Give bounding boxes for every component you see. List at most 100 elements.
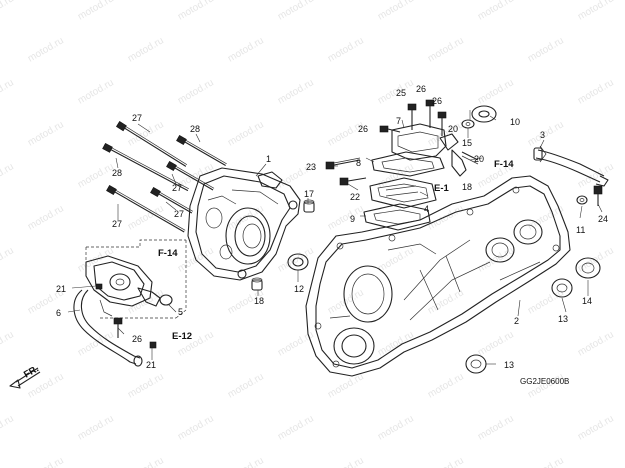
watermark-text: motod.ru: [76, 245, 116, 274]
watermark-text: motod.ru: [0, 413, 16, 442]
watermark-text: motod.ru: [276, 77, 316, 106]
watermark-text: motod.ru: [276, 413, 316, 442]
watermark-text: motod.ru: [326, 455, 366, 468]
section-ref-f14-left: F-14: [158, 248, 178, 259]
diagram-code: GG2JE0600B: [520, 377, 569, 386]
callout-labels: 27 28 28 27 27 27 1 17 12 18 5 6 21 26 2…: [56, 84, 608, 370]
left-crankcase-cover: [187, 167, 301, 281]
watermark-text: motod.ru: [76, 0, 116, 23]
callout-13: 13: [504, 360, 514, 370]
front-direction-arrow: [9, 367, 41, 389]
watermark-text: motod.ru: [176, 77, 216, 106]
callout-27: 27: [172, 183, 182, 193]
callout-11: 11: [576, 225, 585, 235]
callout-3: 3: [540, 130, 545, 140]
watermark-text: motod.ru: [376, 245, 416, 274]
watermark-text: motod.ru: [326, 203, 366, 232]
watermark-text: motod.ru: [26, 203, 66, 232]
watermark-text: motod.ru: [526, 455, 566, 468]
watermark-text: motod.ru: [226, 455, 266, 468]
bolts-24-23: [325, 157, 367, 186]
watermark-text: motod.ru: [426, 35, 466, 64]
small-parts-upper-right: [439, 105, 497, 177]
callout-27: 27: [174, 209, 184, 219]
watermark-text: motod.ru: [0, 77, 16, 106]
watermark-text: motod.ru: [576, 77, 616, 106]
watermark-text: motod.ru: [426, 371, 466, 400]
callout-22: 24: [598, 214, 608, 224]
watermark-text: motod.ru: [0, 0, 16, 23]
section-ref-e12: E-12: [172, 331, 192, 342]
oil-tube-6: [73, 289, 143, 367]
oil-pump-assembly: [85, 239, 187, 349]
dowel-pins: [251, 199, 315, 291]
watermark-text: motod.ru: [176, 0, 216, 23]
section-ref-e1: E-1: [434, 183, 450, 194]
watermark-text: motod.ru: [376, 413, 416, 442]
callout-14: 13: [558, 314, 568, 324]
watermark-text: motod.ru: [476, 329, 516, 358]
watermark-text: motod.ru: [426, 203, 466, 232]
watermark-text: motod.ru: [476, 245, 516, 274]
bolt-22-washer-11: [576, 185, 603, 206]
callout-18: 17: [304, 189, 314, 199]
watermark-text: motod.ru: [26, 455, 66, 468]
callout-2: 2: [514, 316, 519, 326]
watermark-text: motod.ru: [126, 35, 166, 64]
watermark-text: motod.ru: [576, 329, 616, 358]
callout-24: 23: [306, 162, 316, 172]
callout-17: 15: [462, 138, 472, 148]
watermark-text: motod.ru: [326, 287, 366, 316]
right-crankcase: [305, 175, 571, 377]
watermark-text: motod.ru: [76, 413, 116, 442]
callout-4: 4: [424, 204, 429, 214]
watermark-text: motod.ru: [526, 35, 566, 64]
callout-21: 21: [56, 284, 66, 294]
watermark-text: motod.ru: [476, 77, 516, 106]
callout-10: 10: [510, 117, 520, 127]
watermark-text: motod.ru: [476, 0, 516, 23]
callout-21: 21: [146, 360, 156, 370]
bolts-26: [379, 99, 447, 136]
watermark-text: motod.ru: [0, 245, 16, 274]
watermark-text: motod.ru: [526, 203, 566, 232]
callout-26: 26: [416, 84, 426, 94]
watermark-text: motod.ru: [126, 455, 166, 468]
callout-20: 20: [474, 154, 484, 164]
callout-7: 7: [396, 116, 401, 126]
watermark-text: motod.ru: [226, 35, 266, 64]
watermark-text: motod.ru: [526, 119, 566, 148]
watermark-text: motod.ru: [326, 371, 366, 400]
watermark-text: motod.ru: [276, 329, 316, 358]
watermark-text: motod.ru: [376, 0, 416, 23]
watermark-text: motod.ru: [126, 119, 166, 148]
callout-8: 8: [356, 158, 361, 168]
watermark-text: motod.ru: [326, 35, 366, 64]
callout-12: 12: [294, 284, 304, 294]
callout-6: 6: [56, 308, 61, 318]
front-label: FR.: [22, 363, 41, 380]
callout-19: 18: [462, 182, 472, 192]
watermark-text: motod.ru: [176, 413, 216, 442]
leader-lines: [67, 110, 603, 365]
watermark-text: motod.ru: [126, 371, 166, 400]
watermark-text: motod.ru: [576, 413, 616, 442]
watermark-text: motod.ru: [226, 371, 266, 400]
callout-27: 27: [132, 113, 142, 123]
callout-27: 27: [112, 219, 122, 229]
section-ref-f14-right: F-14: [494, 159, 514, 170]
section-references: E-1 F-14 F-14 E-12: [158, 159, 514, 342]
watermark-text: motod.ru: [26, 119, 66, 148]
watermark-text: motod.ru: [76, 329, 116, 358]
bolt-group-left: [102, 121, 227, 233]
watermark-text: motod.ru: [0, 329, 16, 358]
watermark-text: motod.ru: [576, 0, 616, 23]
callout-26: 26: [358, 124, 368, 134]
callout-28: 28: [112, 168, 122, 178]
watermark-text: motod.ru: [226, 119, 266, 148]
watermark-text: motod.ru: [26, 35, 66, 64]
watermark-text: motod.ru: [76, 77, 116, 106]
watermark-text: motod.ru: [426, 455, 466, 468]
watermark-text: motod.ru: [0, 161, 16, 190]
